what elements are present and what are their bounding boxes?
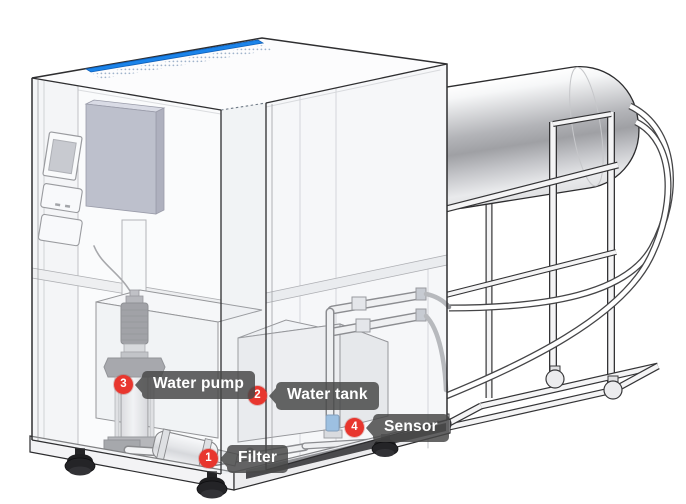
electrical-box (84, 99, 166, 215)
callout-label: Sensor (366, 414, 449, 442)
control-screen (42, 131, 83, 181)
water-pump (93, 245, 166, 459)
leveling-foot-left (64, 448, 96, 476)
cabinet-top-face (32, 38, 447, 110)
callout-water-pump: 3 Water pump (114, 371, 255, 399)
callout-sensor: 4 Sensor (345, 414, 449, 442)
callout-filter: 1 Filter (199, 445, 289, 473)
leveling-foot-middle (196, 471, 228, 499)
hoses (444, 102, 674, 400)
support-cart-frame (429, 111, 660, 434)
control-panel-upper (40, 183, 83, 214)
callout-number-badge: 3 (114, 375, 133, 395)
control-pillar (31, 77, 83, 448)
callout-number-badge: 4 (345, 418, 364, 438)
blue-edge-strip (84, 39, 272, 79)
control-panel-lower (37, 213, 83, 247)
callout-label: Water pump (135, 371, 255, 399)
callout-label: Filter (219, 445, 289, 473)
glass-panels (32, 64, 447, 474)
callout-number-badge: 1 (199, 449, 218, 469)
callout-label: Water tank (269, 382, 379, 410)
control-buttons (54, 203, 71, 208)
cabinet-outlines (31, 37, 448, 475)
callout-water-tank: 2 Water tank (248, 382, 379, 410)
